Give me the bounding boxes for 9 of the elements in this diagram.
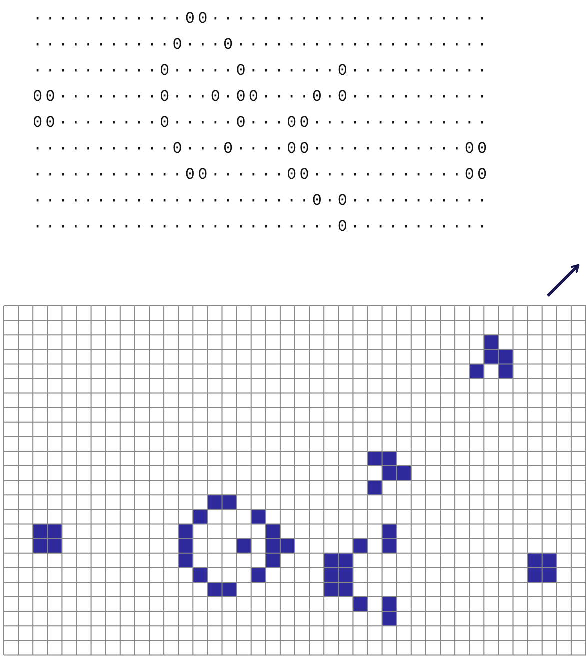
pattern-text-row-text: ··········0·····0·······0··········· <box>33 61 490 82</box>
pattern-text-row-text: ············00······00············00 <box>33 165 490 186</box>
pattern-text-row-text: ······················0·0··········· <box>33 191 490 212</box>
pattern-text-row-text: 00········0·····0···00·············· <box>33 113 490 134</box>
pattern-text-row-text: ························0··········· <box>33 217 490 238</box>
pattern-text-row-text: ···········0···0···················· <box>33 35 490 56</box>
pattern-text-row-text: ···········0···0····00············00 <box>33 139 490 160</box>
pattern-text-row-text: ············00······················ <box>33 9 490 30</box>
pattern-text-row-text: 00········0···0·00····0·0··········· <box>33 87 490 108</box>
